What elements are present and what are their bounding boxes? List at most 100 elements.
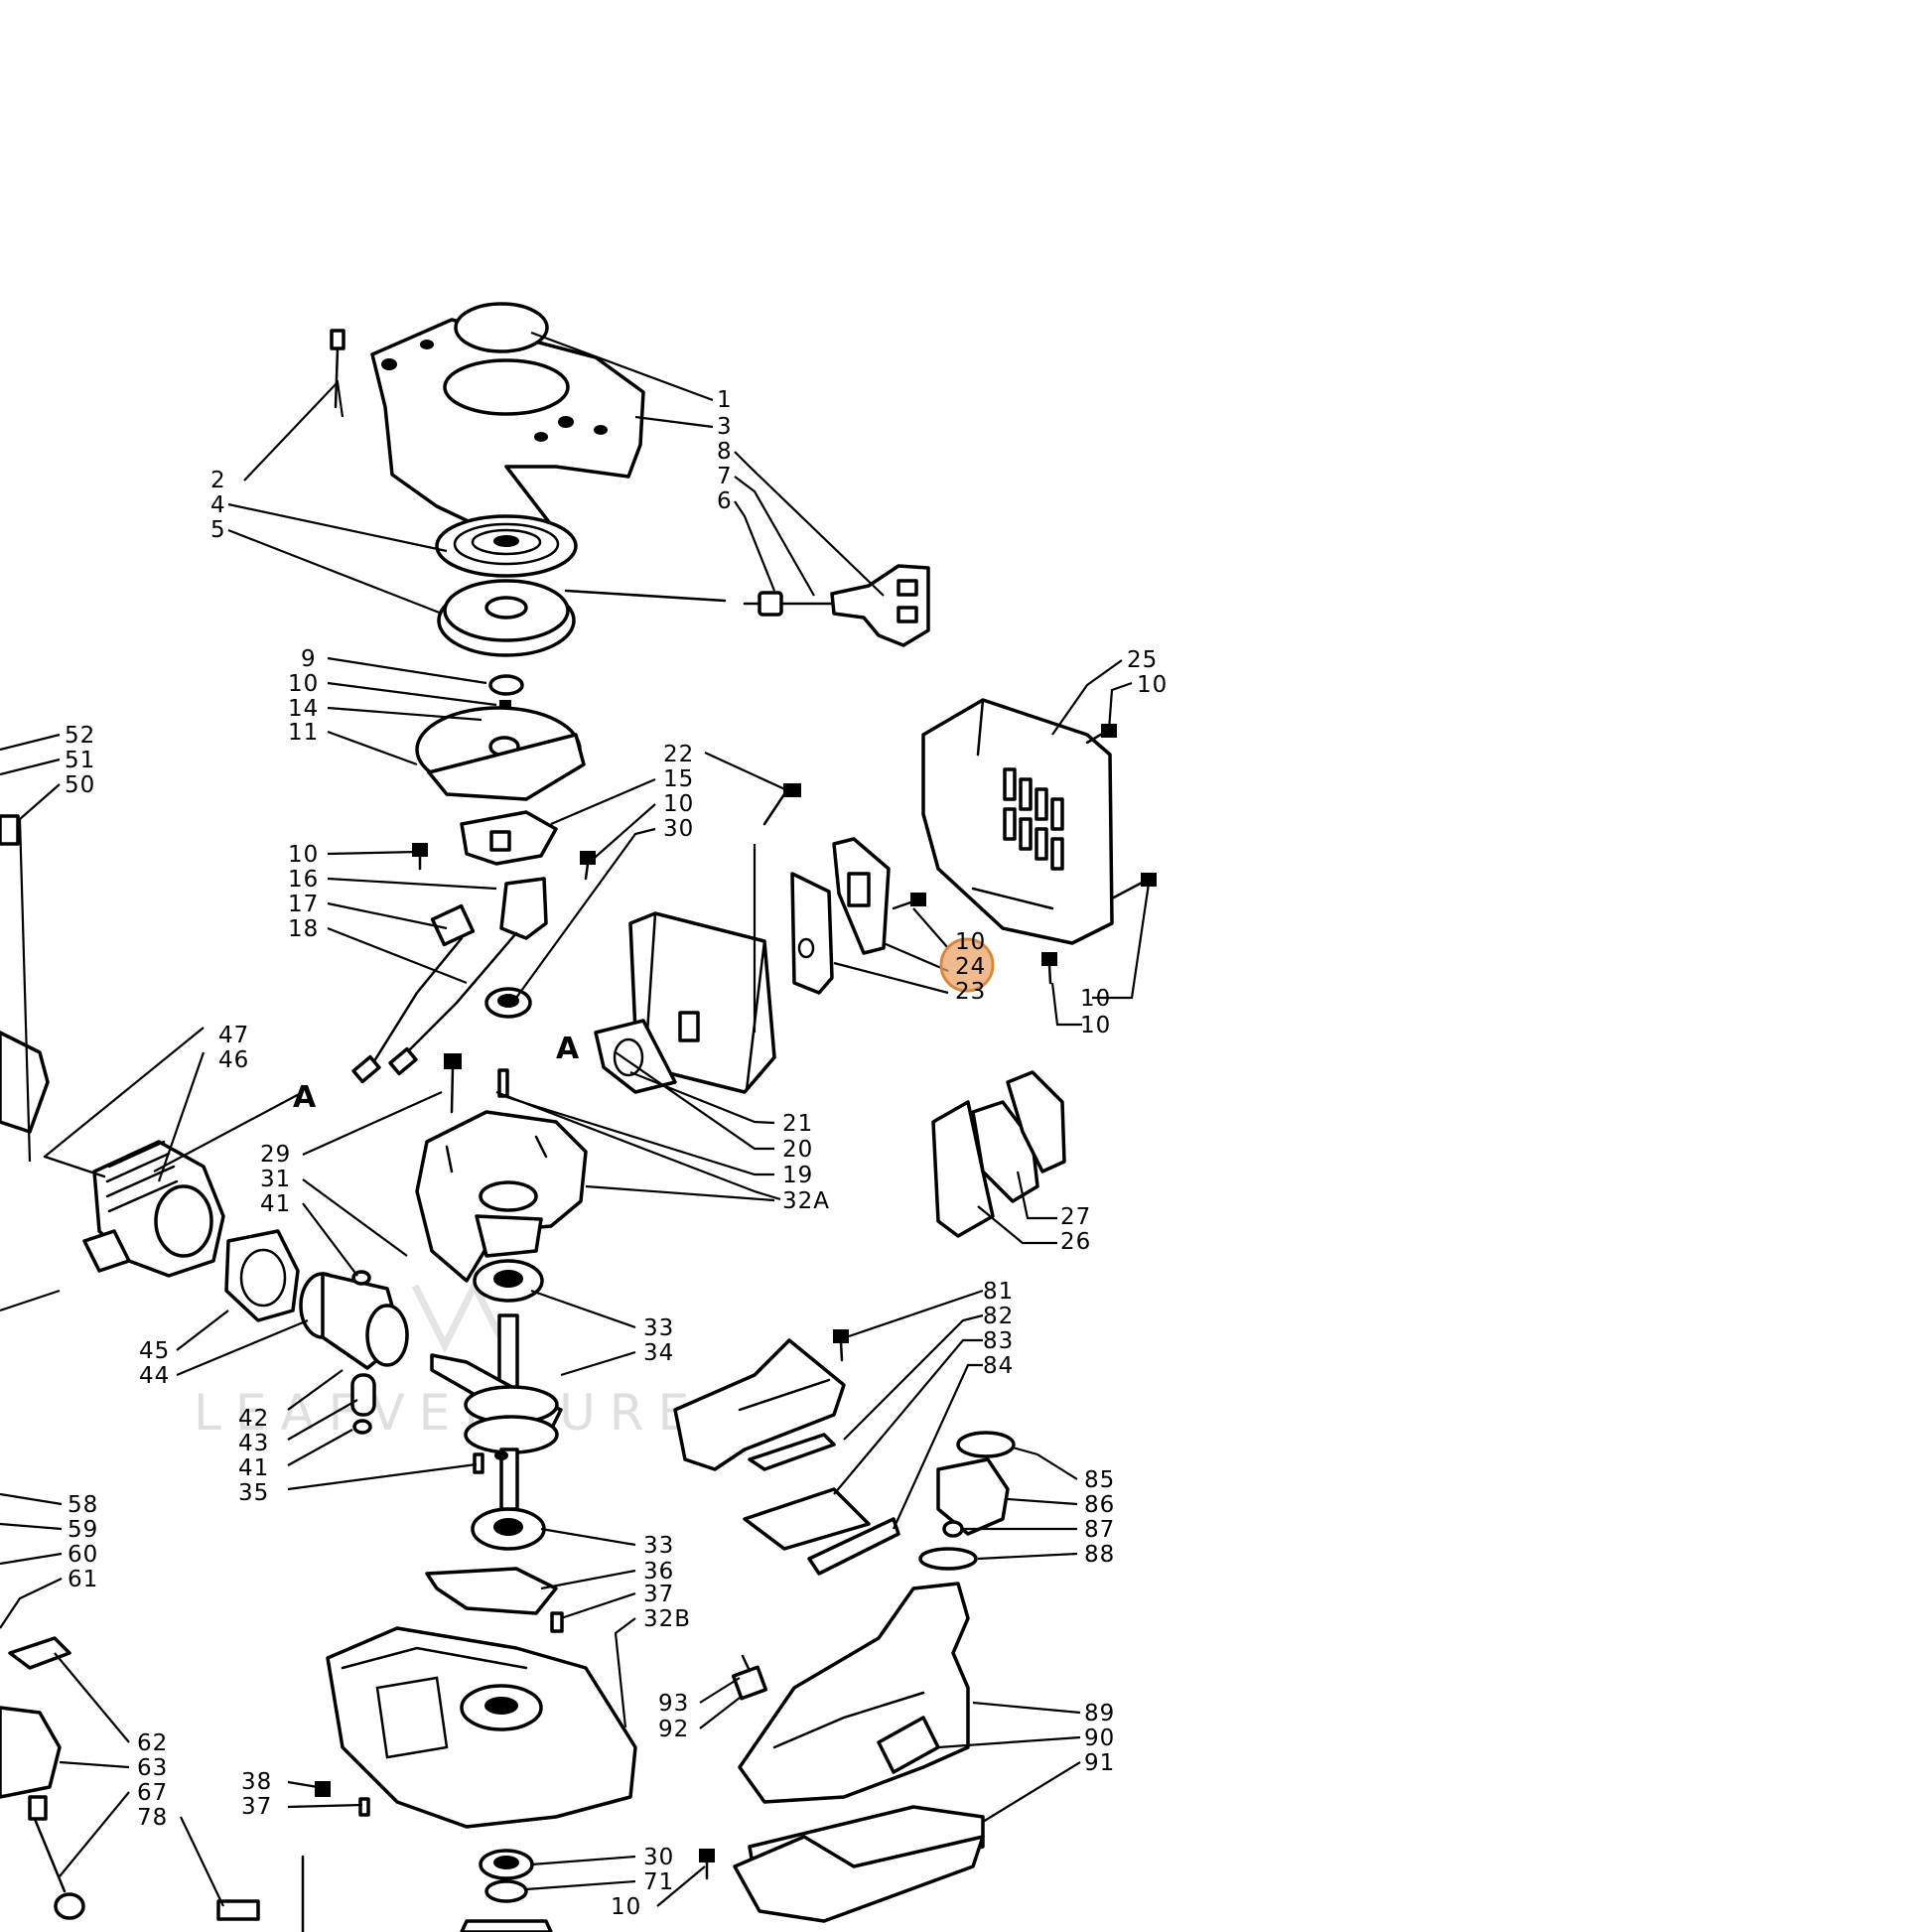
part-label-16: 16	[288, 867, 319, 893]
crankcase-bolt-part	[444, 1053, 509, 1114]
leader-lines	[0, 331, 1151, 1907]
part-label-1: 1	[717, 387, 733, 413]
starter-spring-part	[435, 514, 578, 578]
part-label-31: 31	[260, 1167, 291, 1192]
part-label-10: 10	[663, 791, 694, 817]
part-label-10: 10	[955, 929, 986, 955]
fuel-cap-part	[918, 1431, 1016, 1571]
part-label-51: 51	[65, 748, 95, 773]
part-label-24: 24	[955, 954, 986, 980]
screw-part	[699, 1849, 715, 1880]
part-label-11: 11	[288, 720, 319, 746]
part-label-8: 8	[717, 439, 733, 465]
dowel-part	[550, 1611, 564, 1633]
ref-mark-a-left: A	[293, 1080, 317, 1115]
starter-pulley-part	[437, 579, 576, 657]
crankshaft-part	[430, 1313, 563, 1511]
screw-part	[315, 1781, 370, 1817]
part-label-30: 30	[643, 1845, 674, 1870]
part-label-33: 33	[643, 1315, 674, 1341]
part-label-36: 36	[643, 1559, 674, 1585]
part-label-50: 50	[65, 772, 95, 798]
part-label-91: 91	[1084, 1750, 1115, 1776]
part-label-52: 52	[65, 723, 95, 749]
part-label-42: 42	[238, 1406, 269, 1432]
part-label-32B: 32B	[643, 1606, 691, 1632]
part-label-10: 10	[288, 842, 319, 868]
cylinder-part	[43, 1140, 225, 1278]
tank-cushion-part	[733, 1805, 985, 1923]
part-label-58: 58	[68, 1492, 98, 1518]
part-label-81: 81	[983, 1279, 1014, 1305]
bolt-part	[330, 329, 345, 409]
oil-seal-part	[460, 1849, 553, 1932]
part-label-34: 34	[643, 1340, 674, 1366]
part-label-45: 45	[139, 1338, 170, 1364]
piston-pin-part	[350, 1270, 376, 1435]
crankcase-upper-part	[415, 1110, 588, 1283]
throttle-lever-part	[0, 814, 85, 1920]
part-label-44: 44	[139, 1363, 170, 1389]
part-label-37: 37	[241, 1794, 272, 1820]
part-label-38: 38	[241, 1769, 272, 1795]
muffler-bolt-part	[762, 783, 801, 826]
part-label-17: 17	[288, 892, 319, 917]
air-cleaner-bracket-part	[673, 1329, 900, 1576]
starter-housing-part	[370, 302, 645, 553]
part-label-41: 41	[260, 1191, 291, 1217]
part-labels: 1 3 8 7 6 2 4 5 9 10 14 11 22 15 10 30 1…	[65, 387, 1167, 1920]
part-label-89: 89	[1084, 1701, 1115, 1726]
watermark-text: LEAFVENTURE	[194, 1384, 703, 1442]
shaft-part	[216, 1855, 305, 1932]
part-label-10: 10	[1080, 986, 1111, 1012]
part-label-19: 19	[782, 1163, 813, 1188]
part-label-2: 2	[210, 468, 226, 493]
ref-mark-a-right: A	[556, 1032, 580, 1066]
part-label-21: 21	[782, 1111, 813, 1137]
muffler-plate-part	[790, 837, 891, 995]
part-label-25: 25	[1127, 647, 1158, 673]
part-label-22: 22	[663, 742, 694, 767]
part-label-6: 6	[717, 488, 733, 514]
part-label-90: 90	[1084, 1725, 1115, 1751]
part-label-15: 15	[663, 766, 694, 792]
exhaust-gasket-part	[931, 1070, 1066, 1238]
part-label-9: 9	[301, 646, 317, 672]
starter-rope-handle-part	[564, 564, 930, 647]
part-label-61: 61	[68, 1567, 98, 1592]
crankcase-lower-part	[326, 1626, 637, 1829]
watermark: LEAFVENTURE	[194, 1278, 703, 1442]
part-label-32A: 32A	[782, 1188, 830, 1214]
part-label-5: 5	[210, 517, 226, 543]
part-label-37: 37	[643, 1582, 674, 1607]
part-label-46: 46	[218, 1047, 249, 1073]
washer-part	[488, 674, 524, 696]
part-label-3: 3	[717, 414, 733, 440]
part-label-27: 27	[1060, 1204, 1091, 1230]
part-label-23: 23	[955, 979, 986, 1005]
part-label-84: 84	[983, 1353, 1014, 1379]
part-label-20: 20	[782, 1137, 813, 1163]
part-label-63: 63	[137, 1755, 168, 1781]
key-part	[473, 1452, 484, 1474]
flywheel-part	[415, 706, 586, 801]
reed-plate-part	[425, 1567, 558, 1615]
part-label-30: 30	[663, 816, 694, 842]
part-label-29: 29	[260, 1142, 291, 1168]
bearing-part	[471, 1259, 546, 1551]
part-label-10: 10	[611, 1894, 641, 1920]
highlight-marker[interactable]	[939, 937, 995, 993]
part-label-14: 14	[288, 696, 319, 722]
fuel-tank-part	[738, 1582, 970, 1804]
part-label-47: 47	[218, 1023, 249, 1048]
part-label-18: 18	[288, 916, 319, 942]
screw-part	[892, 724, 1157, 985]
ignition-coil-part	[351, 810, 558, 1084]
part-label-35: 35	[238, 1480, 269, 1506]
part-label-85: 85	[1084, 1467, 1115, 1493]
muffler-cover-part	[921, 698, 1114, 945]
part-label-82: 82	[983, 1304, 1014, 1329]
part-label-88: 88	[1084, 1542, 1115, 1568]
part-label-4: 4	[210, 492, 226, 518]
